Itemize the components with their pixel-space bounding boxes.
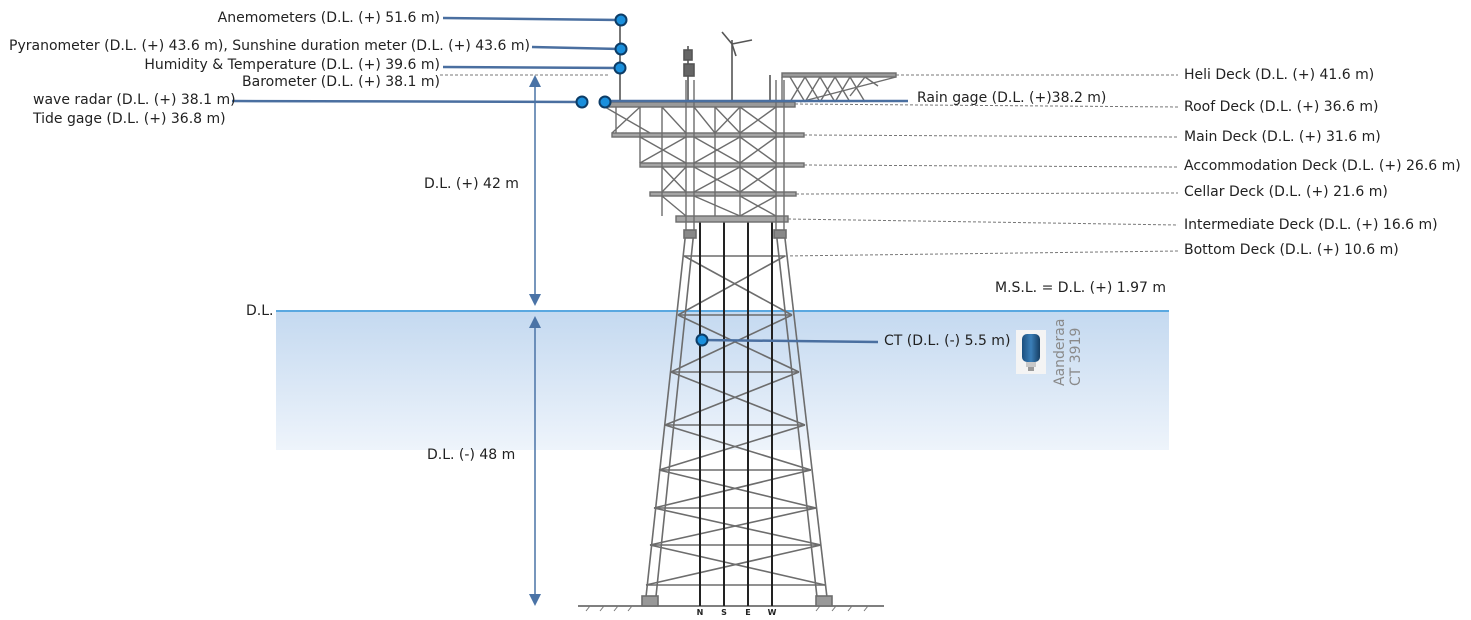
ct-sensor-label: CT (D.L. (-) 5.5 m) [884, 333, 1011, 349]
seabed-hatch [585, 605, 869, 612]
datum-level-label: D.L. [246, 303, 274, 319]
wave-radar-marker [575, 95, 589, 109]
leg-label-s: S [721, 608, 727, 617]
dimension-arrows [529, 75, 541, 606]
heli-deck-label: Heli Deck (D.L. (+) 41.6 m) [1184, 67, 1375, 83]
ct-sensor-marker [695, 333, 709, 347]
ct-model-label: Aanderaa CT 3919 [1052, 319, 1084, 386]
msl-label: M.S.L. = D.L. (+) 1.97 m [995, 280, 1167, 296]
instrument-mast [619, 18, 771, 102]
barometer-label: Barometer (D.L. (+) 38.1 m) [242, 74, 440, 90]
anemometer-marker [614, 13, 628, 27]
tide-gage-marker [598, 95, 612, 109]
topside-structure [604, 72, 897, 230]
intermediate-deck-label: Intermediate Deck (D.L. (+) 16.6 m) [1184, 217, 1438, 233]
deck-leader-lines [440, 74, 1179, 257]
wave-radar-label: wave radar (D.L. (+) 38.1 m) [33, 92, 236, 108]
pyranometer-label: Pyranometer (D.L. (+) 43.6 m), Sunshine … [9, 38, 530, 54]
cellar-deck-label: Cellar Deck (D.L. (+) 21.6 m) [1184, 184, 1388, 200]
leg-label-w: W [768, 608, 777, 617]
bottom-deck-label: Bottom Deck (D.L. (+) 10.6 m) [1184, 242, 1399, 258]
humidity-temperature-label: Humidity & Temperature (D.L. (+) 39.6 m) [144, 57, 440, 73]
pyranometer-marker [614, 42, 628, 56]
roof-deck-label: Roof Deck (D.L. (+) 36.6 m) [1184, 99, 1379, 115]
accommodation-deck-label: Accommodation Deck (D.L. (+) 26.6 m) [1184, 158, 1461, 174]
jacket-structure [641, 229, 833, 607]
ct-model-brand: Aanderaa [1052, 318, 1068, 386]
ct-sensor-image [1016, 330, 1046, 374]
leg-label-n: N [697, 608, 704, 617]
sensor-markers [575, 13, 709, 347]
instrument-leader-lines [231, 16, 908, 344]
humidity-marker [613, 61, 627, 75]
anemometers-label: Anemometers (D.L. (+) 51.6 m) [217, 10, 440, 26]
height-above-datum-label: D.L. (+) 42 m [424, 176, 519, 192]
main-deck-label: Main Deck (D.L. (+) 31.6 m) [1184, 129, 1381, 145]
depth-below-datum-label: D.L. (-) 48 m [427, 447, 516, 463]
conductor-pipes [699, 222, 773, 606]
leg-labels: N S E W [697, 608, 777, 617]
tide-gage-label: Tide gage (D.L. (+) 36.8 m) [33, 111, 226, 127]
ct-model-number: CT 3919 [1068, 327, 1084, 386]
leg-label-e: E [745, 608, 750, 617]
rain-gage-label: Rain gage (D.L. (+)38.2 m) [917, 90, 1107, 106]
